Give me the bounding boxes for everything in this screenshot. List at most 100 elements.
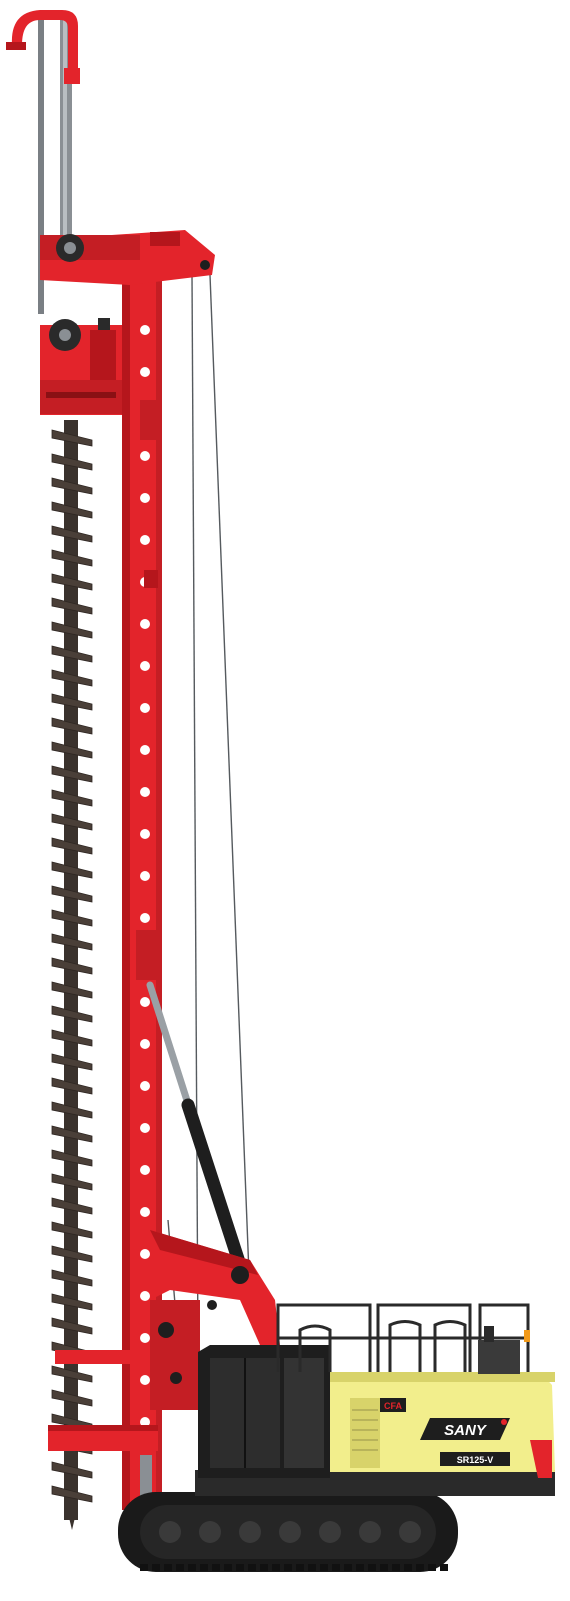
auger-flight-segment xyxy=(51,861,93,879)
upper-house xyxy=(195,1372,555,1496)
mast-hole xyxy=(140,871,150,881)
track-shoe xyxy=(404,1564,412,1571)
auger-flight-segment xyxy=(51,885,93,903)
track-shoe xyxy=(236,1564,244,1571)
auger-flight-segment xyxy=(51,525,93,543)
auger-flight-segment xyxy=(51,501,93,519)
track-shoe xyxy=(308,1564,316,1571)
track-shoe xyxy=(212,1564,220,1571)
mast-hole xyxy=(140,1333,150,1343)
crawler-tracks xyxy=(118,1492,458,1572)
auger-flight-segment xyxy=(51,1077,93,1095)
track-roller xyxy=(159,1521,181,1543)
auger-flight-segment xyxy=(51,717,93,735)
mast-hole xyxy=(140,1417,150,1427)
track-shoe xyxy=(200,1564,208,1571)
auger-flight-segment xyxy=(51,1461,93,1479)
hydraulic-cylinder xyxy=(146,981,247,1272)
auger-flight-segment xyxy=(51,1005,93,1023)
top-pipes xyxy=(6,10,80,314)
mast-hole xyxy=(140,451,150,461)
auger-flight-segment xyxy=(51,693,93,711)
auger-flight-segment xyxy=(51,1293,93,1311)
auger-flight-segment xyxy=(51,429,93,447)
track-shoe xyxy=(296,1564,304,1571)
mast-hole xyxy=(140,913,150,923)
mast-hole xyxy=(140,1291,150,1301)
auger-flight-segment xyxy=(51,1149,93,1167)
mast-hole xyxy=(140,1207,150,1217)
track-roller xyxy=(359,1521,381,1543)
track-shoe xyxy=(356,1564,364,1571)
track-shoe xyxy=(272,1564,280,1571)
track-shoe xyxy=(344,1564,352,1571)
mast-hole xyxy=(140,493,150,503)
mast-hole xyxy=(140,367,150,377)
operator-cab xyxy=(198,1345,330,1478)
auger-flight-segment xyxy=(51,957,93,975)
auger-flight-segment xyxy=(51,1197,93,1215)
track-roller xyxy=(279,1521,301,1543)
track-shoe xyxy=(368,1564,376,1571)
mast-hole xyxy=(140,325,150,335)
auger-flight-segment xyxy=(51,1029,93,1047)
lower-mast-fittings xyxy=(48,1300,200,1515)
mast-hole xyxy=(140,1165,150,1175)
auger-flight-segment xyxy=(51,933,93,951)
track-shoe xyxy=(260,1564,268,1571)
auger-flight-segment xyxy=(51,741,93,759)
track-shoe xyxy=(248,1564,256,1571)
handrails xyxy=(276,1303,530,1372)
mast-hole xyxy=(140,535,150,545)
auger-flight-segment xyxy=(51,1245,93,1263)
auger-flight-segment xyxy=(51,645,93,663)
mast-hole xyxy=(140,829,150,839)
decals: CFA SANY SR125-V xyxy=(380,1398,510,1466)
auger-flight-segment xyxy=(51,1485,93,1503)
auger-flight xyxy=(51,420,93,1530)
track-shoe xyxy=(188,1564,196,1571)
auger-flight-segment xyxy=(51,453,93,471)
auger-flight-segment xyxy=(51,597,93,615)
auger-flight-segment xyxy=(51,573,93,591)
auger-flight-segment xyxy=(51,669,93,687)
track-roller xyxy=(399,1521,421,1543)
auger-flight-segment xyxy=(51,1317,93,1335)
mast-hole xyxy=(140,1375,150,1385)
auger-flight-segment xyxy=(51,1125,93,1143)
auger-flight-segment xyxy=(51,477,93,495)
model-label: SR125-V xyxy=(457,1455,494,1465)
brand-logo-text: SANY xyxy=(444,1422,488,1439)
engine-top xyxy=(478,1326,530,1374)
auger-flight-segment xyxy=(51,1053,93,1071)
cfa-badge: CFA xyxy=(384,1401,403,1411)
track-shoe xyxy=(176,1564,184,1571)
auger-flight-segment xyxy=(51,549,93,567)
track-shoe xyxy=(440,1564,448,1571)
mast-hole xyxy=(140,1039,150,1049)
track-roller xyxy=(199,1521,221,1543)
track-shoe xyxy=(392,1564,400,1571)
track-shoe xyxy=(164,1564,172,1571)
auger-flight-segment xyxy=(51,621,93,639)
auger-flight-segment xyxy=(51,765,93,783)
mast-hole xyxy=(140,1249,150,1259)
auger-flight-segment xyxy=(51,789,93,807)
mast-hole xyxy=(140,997,150,1007)
mast-hole xyxy=(140,619,150,629)
track-shoe xyxy=(140,1564,148,1571)
mast-hole xyxy=(140,745,150,755)
mast-head xyxy=(40,230,215,285)
track-shoe xyxy=(380,1564,388,1571)
track-shoe xyxy=(152,1564,160,1571)
track-shoe xyxy=(428,1564,436,1571)
auger-flight-segment xyxy=(51,1221,93,1239)
track-shoe xyxy=(224,1564,232,1571)
rotary-drive xyxy=(40,318,122,415)
track-shoe xyxy=(320,1564,328,1571)
track-roller xyxy=(239,1521,261,1543)
auger-flight-segment xyxy=(51,981,93,999)
auger-flight-segment xyxy=(51,813,93,831)
auger-flight-segment xyxy=(51,1173,93,1191)
